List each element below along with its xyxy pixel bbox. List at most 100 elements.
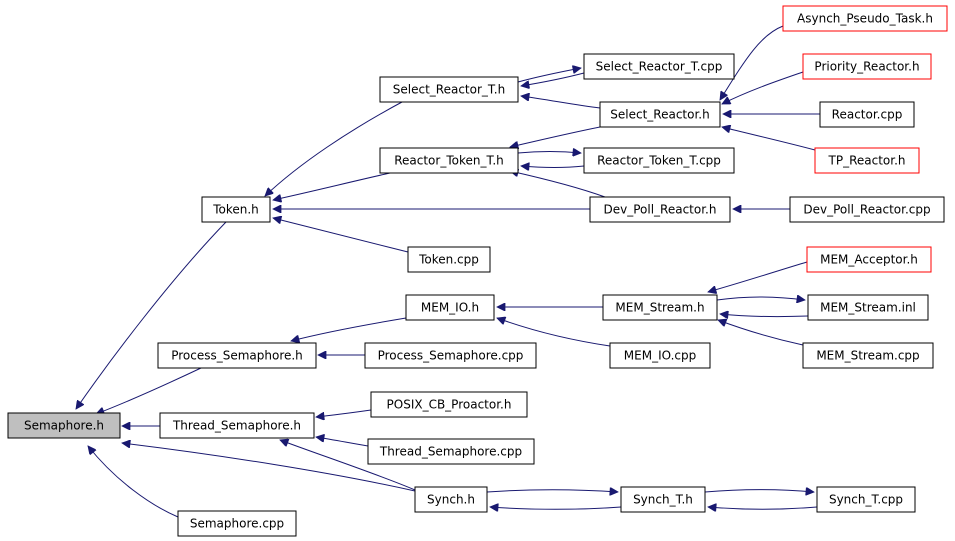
node-asynch-pseudo-task-h[interactable]: Asynch_Pseudo_Task.h — [782, 5, 948, 32]
node-box — [364, 342, 537, 369]
node-mem-io-cpp[interactable]: MEM_IO.cpp — [609, 342, 711, 369]
edge-synch-h-to-synch-t-h — [486, 490, 618, 492]
node-label: Thread_Semaphore.h — [172, 419, 301, 433]
node-semaphore-cpp[interactable]: Semaphore.cpp — [177, 510, 297, 537]
node-label: Dev_Poll_Reactor.h — [604, 203, 717, 217]
edge-synch-h-to-semaphore-h — [122, 443, 416, 492]
node-label: Synch.h — [427, 493, 475, 507]
edge-mem-acceptor-h-to-mem-stream-h — [708, 261, 808, 292]
node-box — [602, 294, 718, 321]
edge-token-cpp-to-token-h — [273, 218, 409, 253]
edge-synch-t-cpp-to-synch-t-h — [708, 507, 818, 509]
edge-mem-stream-h-to-mem-stream-inl — [716, 297, 805, 300]
node-label: Select_Reactor.h — [610, 108, 709, 122]
node-box — [370, 391, 528, 418]
node-select-reactor-t-h[interactable]: Select_Reactor_T.h — [379, 76, 519, 103]
edge-select-reactor-t-cpp-to-select-reactor-t-h — [521, 72, 585, 86]
node-token-cpp[interactable]: Token.cpp — [407, 246, 491, 273]
edge-dev-poll-reactor-h-to-reactor-token-t-h — [510, 171, 606, 198]
node-box — [405, 294, 495, 321]
node-select-reactor-t-cpp[interactable]: Select_Reactor_T.cpp — [583, 53, 735, 80]
node-select-reactor-h[interactable]: Select_Reactor.h — [599, 101, 721, 128]
edge-select-reactor-t-h-to-select-reactor-t-cpp — [517, 68, 581, 83]
node-label: MEM_Stream.inl — [820, 301, 916, 315]
edge-process-semaphore-h-to-semaphore-h — [96, 367, 202, 414]
node-label: MEM_Acceptor.h — [820, 253, 918, 267]
node-posix-cb-proactor-h[interactable]: POSIX_CB_Proactor.h — [370, 391, 528, 418]
node-box — [807, 294, 929, 321]
node-label: Token.cpp — [418, 253, 479, 267]
edge-semaphore-cpp-to-semaphore-h — [88, 446, 179, 518]
node-box — [407, 246, 491, 273]
edge-mem-stream-cpp-to-mem-stream-h — [718, 320, 804, 346]
node-label: Dev_Poll_Reactor.cpp — [803, 203, 930, 217]
node-box — [157, 342, 317, 369]
node-label: Reactor.cpp — [832, 108, 903, 122]
node-box — [814, 147, 920, 174]
edge-mem-stream-inl-to-mem-stream-h — [720, 314, 809, 317]
node-label: Token.h — [212, 203, 259, 217]
node-box — [609, 342, 711, 369]
edge-select-reactor-t-h-to-token-h — [265, 101, 403, 196]
node-box — [201, 196, 271, 223]
node-mem-acceptor-h[interactable]: MEM_Acceptor.h — [806, 246, 932, 273]
node-reactor-token-t-cpp[interactable]: Reactor_Token_T.cpp — [583, 147, 735, 174]
node-box — [379, 147, 519, 174]
node-label: Select_Reactor_T.h — [393, 83, 505, 97]
edge-posix-cb-proactor-h-to-thread-semaphore-h — [316, 409, 372, 417]
node-label: Synch_T.h — [633, 493, 693, 507]
node-synch-t-h[interactable]: Synch_T.h — [620, 486, 706, 513]
edge-reactor-token-t-cpp-to-reactor-token-t-h — [521, 166, 585, 168]
node-box — [599, 101, 721, 128]
node-box — [7, 412, 121, 439]
edge-mem-io-h-to-process-semaphore-h — [291, 317, 407, 341]
edges-layer — [76, 25, 820, 518]
node-label: Process_Semaphore.h — [171, 349, 303, 363]
node-semaphore-h[interactable]: Semaphore.h — [7, 412, 121, 439]
edge-synch-h-to-thread-semaphore-h — [280, 440, 416, 491]
node-mem-stream-inl[interactable]: MEM_Stream.inl — [807, 294, 929, 321]
edge-select-reactor-h-to-select-reactor-t-h — [521, 96, 601, 109]
node-label: POSIX_CB_Proactor.h — [387, 398, 512, 412]
node-synch-t-cpp[interactable]: Synch_T.cpp — [816, 486, 916, 513]
edge-priority-reactor-h-to-select-reactor-h — [722, 71, 804, 105]
node-box — [379, 76, 519, 103]
node-box — [782, 5, 948, 32]
node-box — [589, 196, 731, 223]
node-mem-stream-h[interactable]: MEM_Stream.h — [602, 294, 718, 321]
edge-tp-reactor-h-to-select-reactor-h — [722, 127, 816, 151]
node-mem-stream-cpp[interactable]: MEM_Stream.cpp — [802, 342, 934, 369]
edge-asynch-pseudo-task-h-to-select-reactor-h — [720, 25, 784, 100]
node-label: Priority_Reactor.h — [814, 60, 919, 74]
node-tp-reactor-h[interactable]: TP_Reactor.h — [814, 147, 920, 174]
node-label: Reactor_Token_T.cpp — [597, 154, 721, 168]
node-dev-poll-reactor-cpp[interactable]: Dev_Poll_Reactor.cpp — [789, 196, 945, 223]
node-thread-semaphore-cpp[interactable]: Thread_Semaphore.cpp — [367, 438, 535, 465]
node-label: Semaphore.cpp — [190, 517, 284, 531]
node-box — [806, 246, 932, 273]
node-label: TP_Reactor.h — [828, 154, 906, 168]
node-label: MEM_Stream.h — [615, 301, 704, 315]
node-box — [583, 147, 735, 174]
node-label: Thread_Semaphore.cpp — [379, 445, 522, 459]
node-thread-semaphore-h[interactable]: Thread_Semaphore.h — [159, 412, 315, 439]
node-token-h[interactable]: Token.h — [201, 196, 271, 223]
node-process-semaphore-h[interactable]: Process_Semaphore.h — [157, 342, 317, 369]
node-process-semaphore-cpp[interactable]: Process_Semaphore.cpp — [364, 342, 537, 369]
node-box — [802, 342, 934, 369]
node-label: MEM_Stream.cpp — [816, 349, 919, 363]
node-label: Asynch_Pseudo_Task.h — [797, 12, 933, 26]
node-mem-io-h[interactable]: MEM_IO.h — [405, 294, 495, 321]
node-dev-poll-reactor-h[interactable]: Dev_Poll_Reactor.h — [589, 196, 731, 223]
node-synch-h[interactable]: Synch.h — [414, 486, 488, 513]
node-box — [819, 101, 915, 128]
edge-mem-io-cpp-to-mem-io-h — [497, 318, 611, 347]
node-reactor-cpp[interactable]: Reactor.cpp — [819, 101, 915, 128]
node-label: Reactor_Token_T.h — [394, 154, 504, 168]
node-box — [816, 486, 916, 513]
edge-thread-semaphore-cpp-to-thread-semaphore-h — [316, 437, 369, 447]
node-reactor-token-t-h[interactable]: Reactor_Token_T.h — [379, 147, 519, 174]
node-box — [620, 486, 706, 513]
node-priority-reactor-h[interactable]: Priority_Reactor.h — [802, 53, 932, 80]
